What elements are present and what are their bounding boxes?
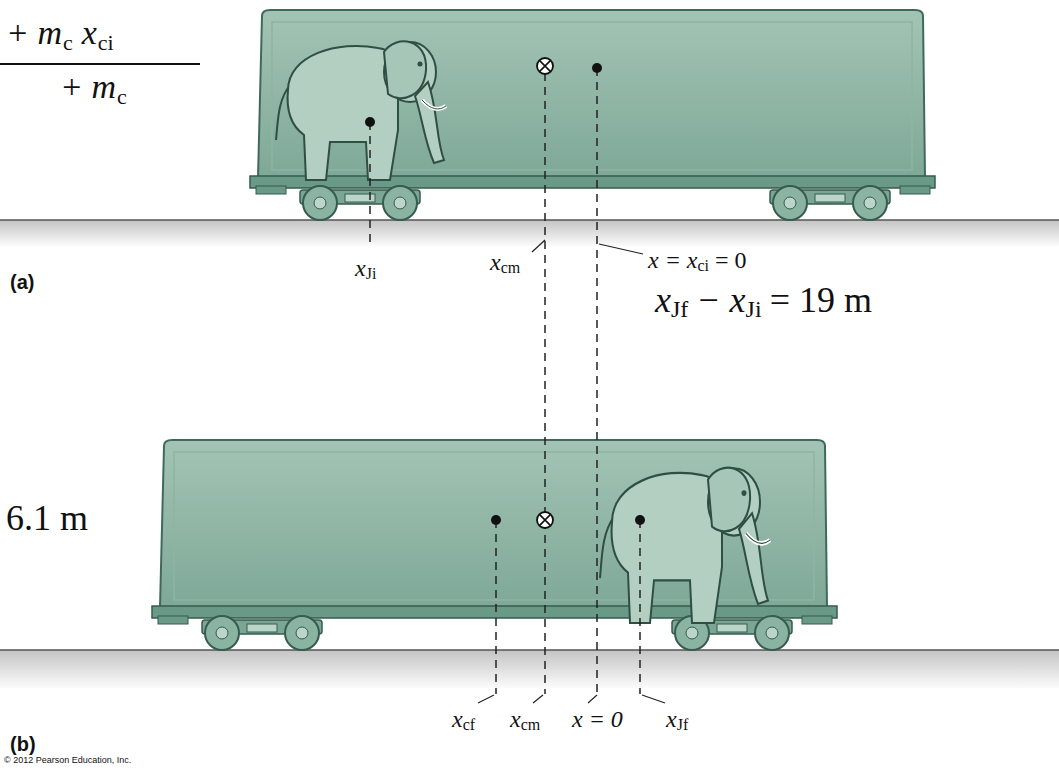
displacement-equation: x: [655, 282, 671, 318]
subscript: Jf: [671, 297, 688, 321]
panel-label: (a): [10, 272, 34, 292]
copyright-notice: © 2012 Pearson Education, Inc.: [4, 756, 131, 765]
position-label: x = x: [648, 248, 698, 272]
subscript: c: [117, 86, 127, 108]
dimension-value: 6.1 m: [6, 500, 88, 536]
panel-label: (b): [10, 734, 36, 754]
subscript: Ji: [366, 266, 377, 282]
position-label: x: [510, 707, 521, 731]
subscript: Ji: [746, 297, 762, 321]
subscript: Jf: [677, 717, 689, 733]
subscript: c: [63, 32, 73, 54]
subscript: cm: [501, 260, 521, 276]
displacement-equation: = 19 m: [770, 282, 872, 318]
formula-text: + m: [6, 16, 62, 50]
subscript: cm: [521, 717, 541, 733]
formula-text: + m: [60, 70, 116, 104]
position-label: x: [666, 707, 677, 731]
subscript: ci: [98, 32, 114, 54]
position-label: x = 0: [572, 707, 623, 731]
subscript: ci: [698, 258, 710, 274]
displacement-equation: − x: [696, 282, 745, 318]
position-label: = 0: [715, 248, 747, 272]
position-label: x: [355, 256, 366, 280]
position-label: x: [452, 707, 463, 731]
position-label: x: [490, 250, 501, 274]
subscript: cf: [463, 717, 475, 733]
formula-text: x: [82, 16, 97, 50]
